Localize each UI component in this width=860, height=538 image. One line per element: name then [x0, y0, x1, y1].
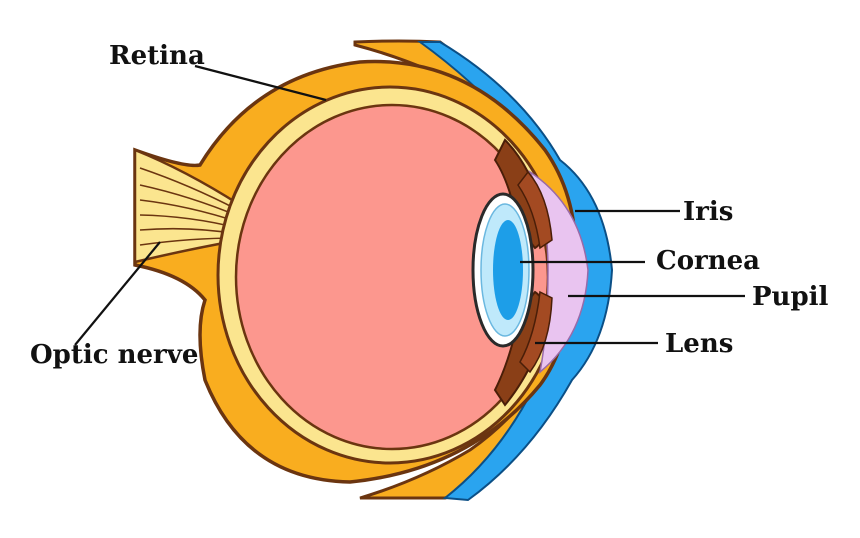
label-optic-nerve: Optic nerve	[30, 340, 198, 370]
retina-leader-line	[194, 64, 327, 102]
lens-core	[493, 220, 523, 320]
iris-upper	[517, 170, 553, 250]
optic-nerve-leader-line	[74, 241, 161, 346]
label-retina: Retina	[109, 41, 205, 71]
label-iris: Iris	[683, 197, 733, 227]
label-lens: Lens	[665, 329, 733, 359]
label-pupil: Pupil	[752, 282, 829, 312]
iris-lower	[519, 290, 553, 374]
label-cornea: Cornea	[656, 246, 760, 276]
